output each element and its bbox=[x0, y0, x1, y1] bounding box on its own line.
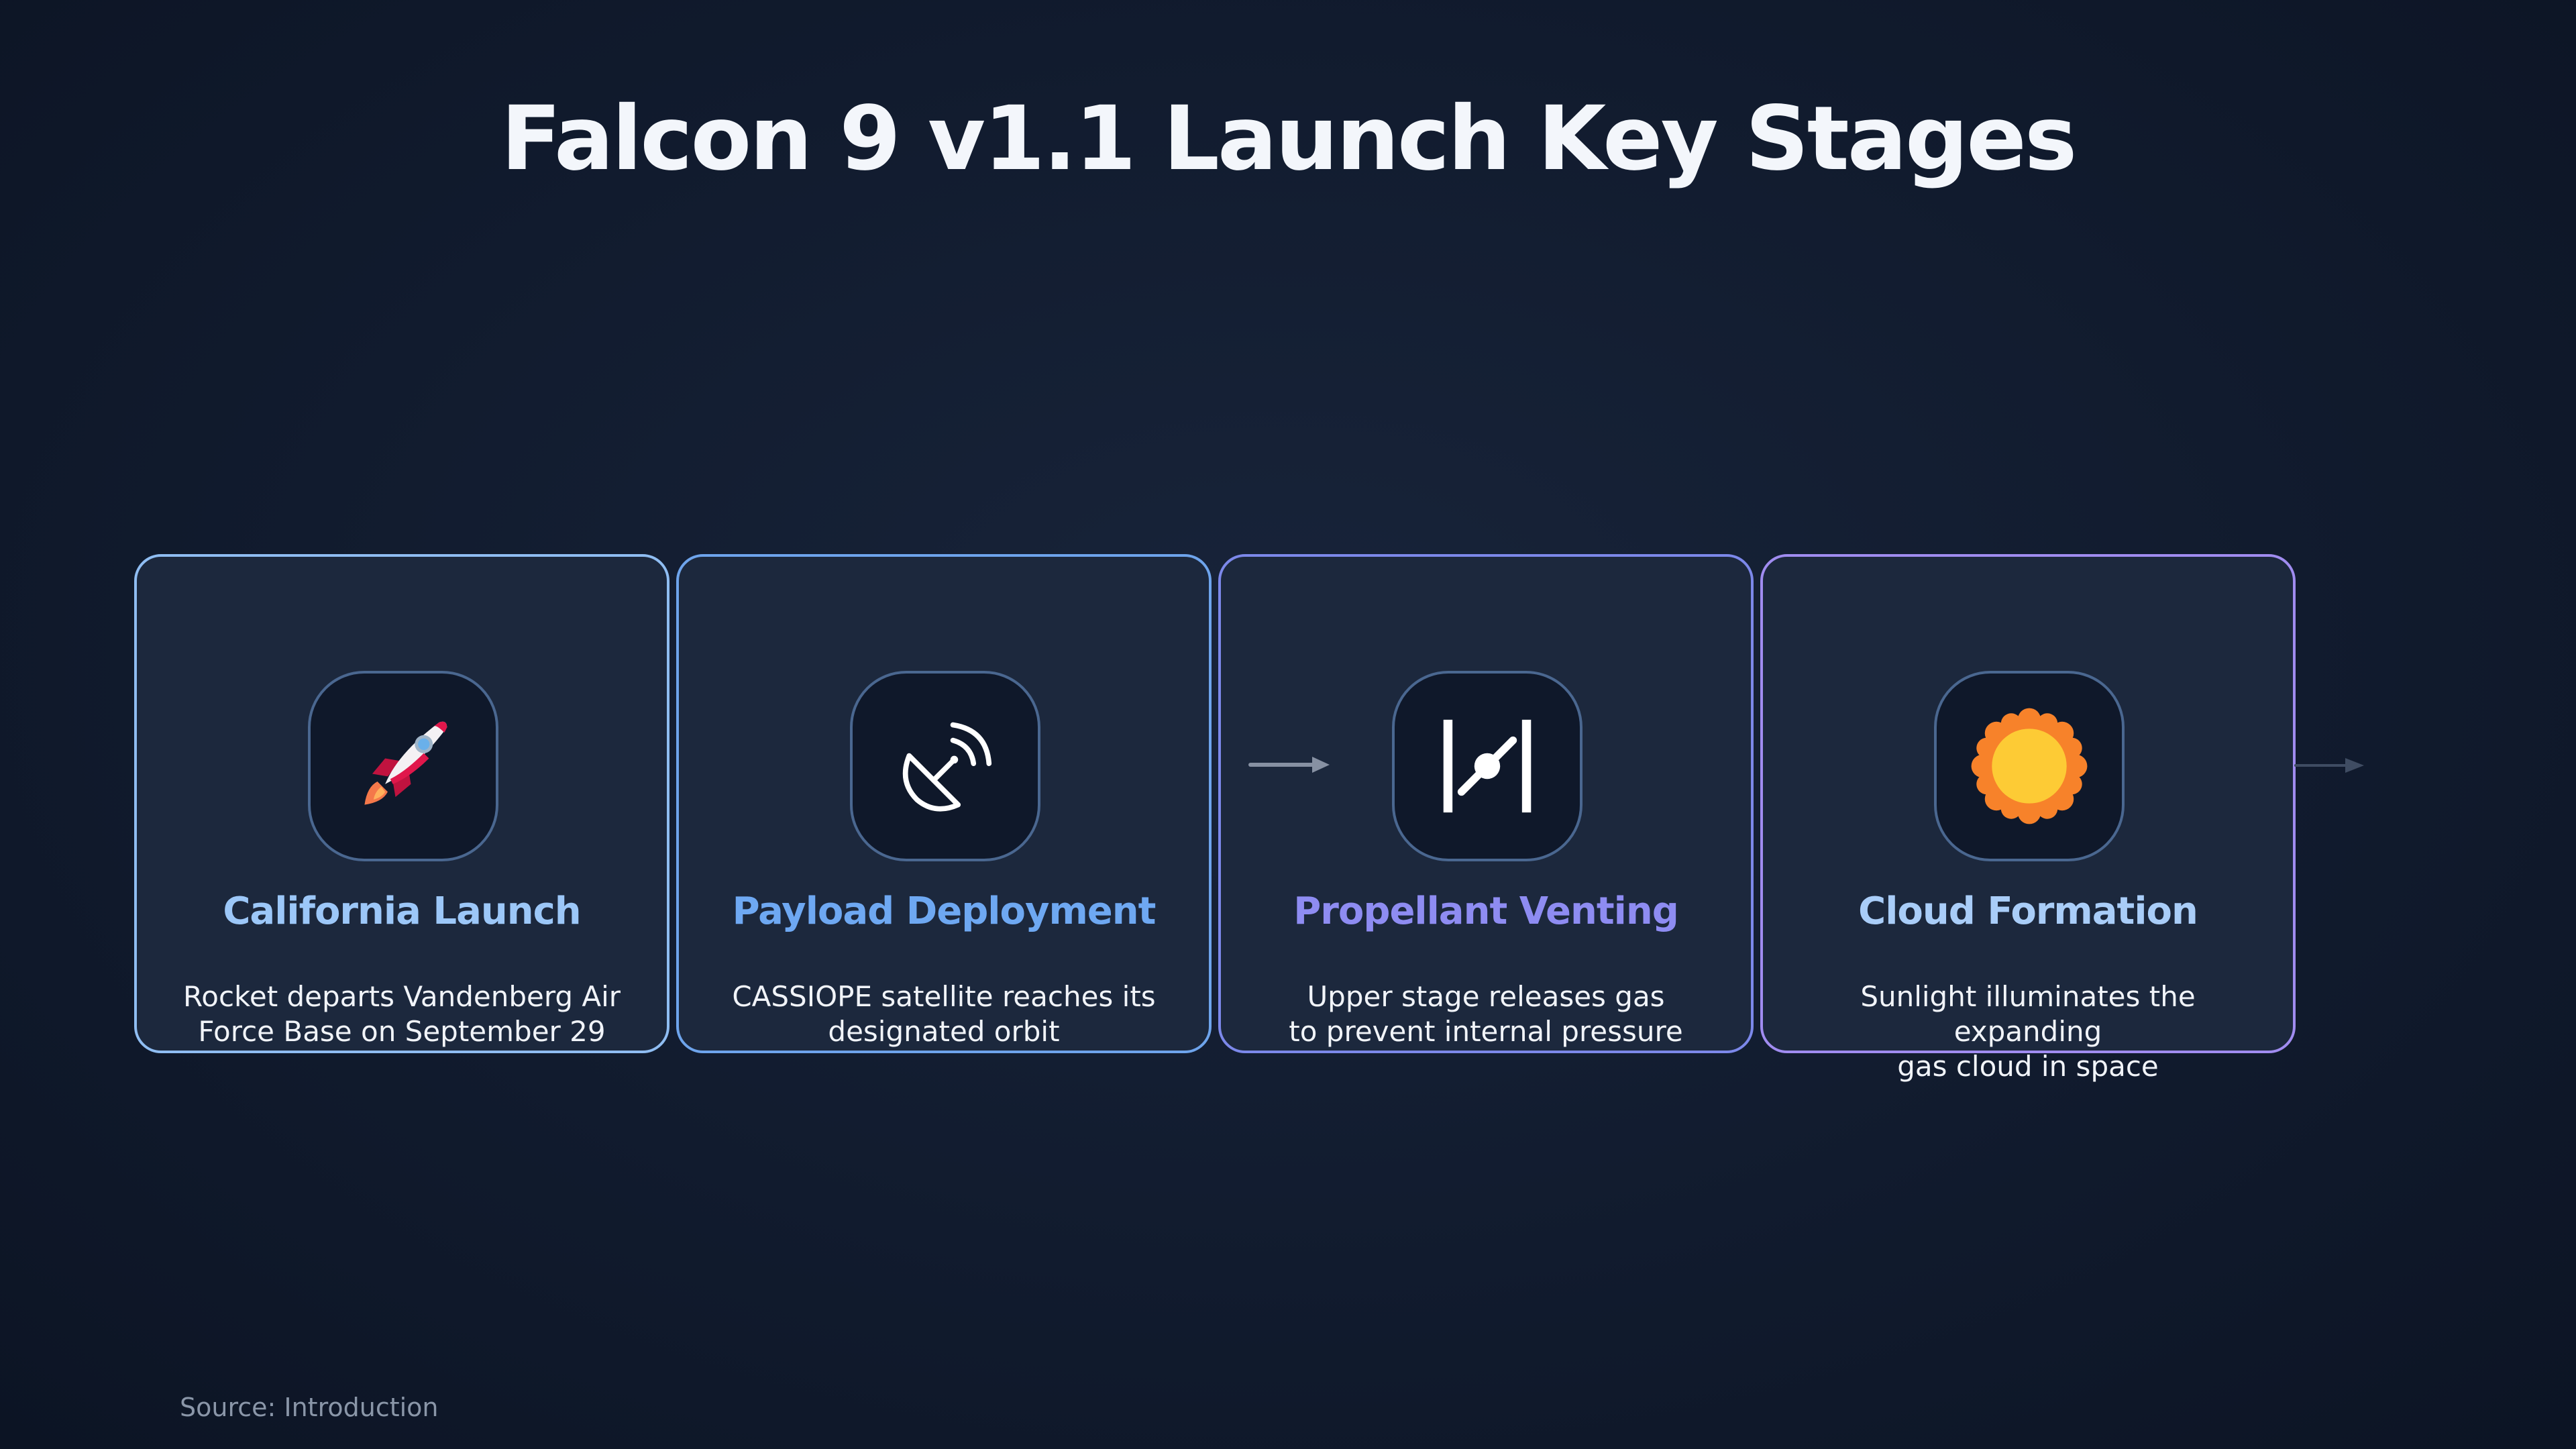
stage-description: Sunlight illuminates the expanding gas c… bbox=[1790, 979, 2266, 1084]
stage-description: Rocket departs Vandenberg Air Force Base… bbox=[164, 979, 640, 1049]
stage-card-payload-deployment: Payload Deployment CASSIOPE satellite re… bbox=[676, 554, 1212, 1053]
stage-title: Payload Deployment bbox=[732, 890, 1157, 933]
stage-description-line: Sunlight illuminates the expanding bbox=[1860, 980, 2196, 1048]
page-title: Falcon 9 v1.1 Launch Key Stages bbox=[500, 87, 2078, 191]
stage-title: Propellant Venting bbox=[1293, 890, 1679, 933]
stage-card-propellant-venting: Propellant Venting Upper stage releases … bbox=[1218, 554, 1754, 1053]
stage-icon-frame bbox=[308, 671, 498, 861]
stage-description-line: CASSIOPE satellite reaches its bbox=[732, 980, 1156, 1013]
stage-card-cloud-formation: Cloud Formation Sunlight illuminates the… bbox=[1760, 554, 2296, 1083]
stage-icon-frame bbox=[1934, 671, 2125, 861]
stage-description: Upper stage releases gas to prevent inte… bbox=[1248, 979, 1724, 1049]
connector-arrow bbox=[1248, 757, 1330, 773]
stage-description-line: Rocket departs Vandenberg Air bbox=[182, 980, 621, 1013]
stage-description-line: to prevent internal pressure bbox=[1289, 1015, 1683, 1048]
stage-card-california-launch: California Launch Rocket departs Vandenb… bbox=[134, 554, 669, 1053]
stage-description-line: Force Base on September 29 bbox=[198, 1015, 606, 1048]
stage-title: Cloud Formation bbox=[1858, 890, 2198, 933]
stage-icon-frame bbox=[1392, 671, 1582, 861]
stage-description: CASSIOPE satellite reaches its designate… bbox=[706, 979, 1182, 1049]
source-caption: Source: Introduction bbox=[180, 1393, 439, 1422]
stage-title: California Launch bbox=[223, 890, 581, 933]
rocket-icon bbox=[364, 721, 447, 805]
sun-icon bbox=[1971, 708, 2088, 824]
stage-description-line: designated orbit bbox=[828, 1015, 1060, 1048]
stage-icon-frame bbox=[850, 671, 1040, 861]
stage-description-line: Upper stage releases gas bbox=[1307, 980, 1665, 1013]
connector-arrow bbox=[2294, 758, 2364, 773]
satellite-dish-icon bbox=[902, 722, 992, 812]
stage-description-line: gas cloud in space bbox=[1897, 1050, 2159, 1083]
valve-icon bbox=[1443, 719, 1532, 813]
